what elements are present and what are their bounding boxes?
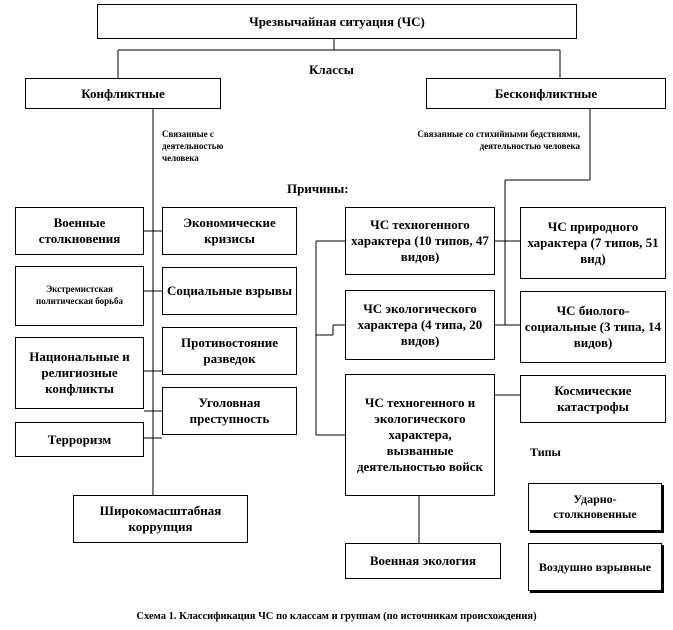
class-nonconflict-box: Бесконфликтные xyxy=(426,78,666,109)
group-ecology: ЧС экологического характера (4 типа, 20 … xyxy=(345,290,495,360)
classes-label: Классы xyxy=(309,62,354,77)
type-impact-collision: Ударно-столкновенные xyxy=(528,483,662,531)
cause-corruption: Широкомасштабная коррупция xyxy=(73,495,248,543)
type-air-explosive: Воздушно взрывные xyxy=(528,543,662,591)
cause-criminality: Уголовная преступность xyxy=(162,387,297,435)
caption: Схема 1. Классификация ЧС по классам и г… xyxy=(136,611,537,622)
note-conflict: Связанные с деятельностью человека xyxy=(162,129,224,164)
group-techno: ЧС техногенного характера (10 типов, 47 … xyxy=(345,207,495,275)
cause-military-clashes: Военные столкновения xyxy=(15,207,144,255)
group-natural: ЧС природного характера (7 типов, 51 вид… xyxy=(520,207,666,279)
title-box: Чрезвычайная ситуация (ЧС) xyxy=(97,4,577,39)
cause-terrorism: Терроризм xyxy=(15,422,144,457)
causes-label: Причины: xyxy=(287,181,349,196)
group-military-ecology: Военная экология xyxy=(345,543,501,579)
note-nonconflict: Связанные со стихийными бедствиями, деят… xyxy=(417,129,580,152)
class-conflict-box: Конфликтные xyxy=(25,78,221,109)
types-label: Типы xyxy=(530,445,561,459)
cause-national-conflicts: Национальные и религиозные конфликты xyxy=(15,337,144,409)
cause-extremist-struggle: Экстремистская политическая борьба xyxy=(15,266,144,326)
cause-social-explosions: Социальные взрывы xyxy=(162,267,297,315)
cause-intelligence-confrontation: Противостояние разведок xyxy=(162,327,297,375)
cause-economic-crises: Экономические кризисы xyxy=(162,207,297,255)
group-military: ЧС техногенного и экологического характе… xyxy=(345,374,495,496)
group-biosocial: ЧС биолого-социальные (3 типа, 14 видов) xyxy=(520,291,666,363)
group-cosmic: Космические катастрофы xyxy=(520,375,666,423)
